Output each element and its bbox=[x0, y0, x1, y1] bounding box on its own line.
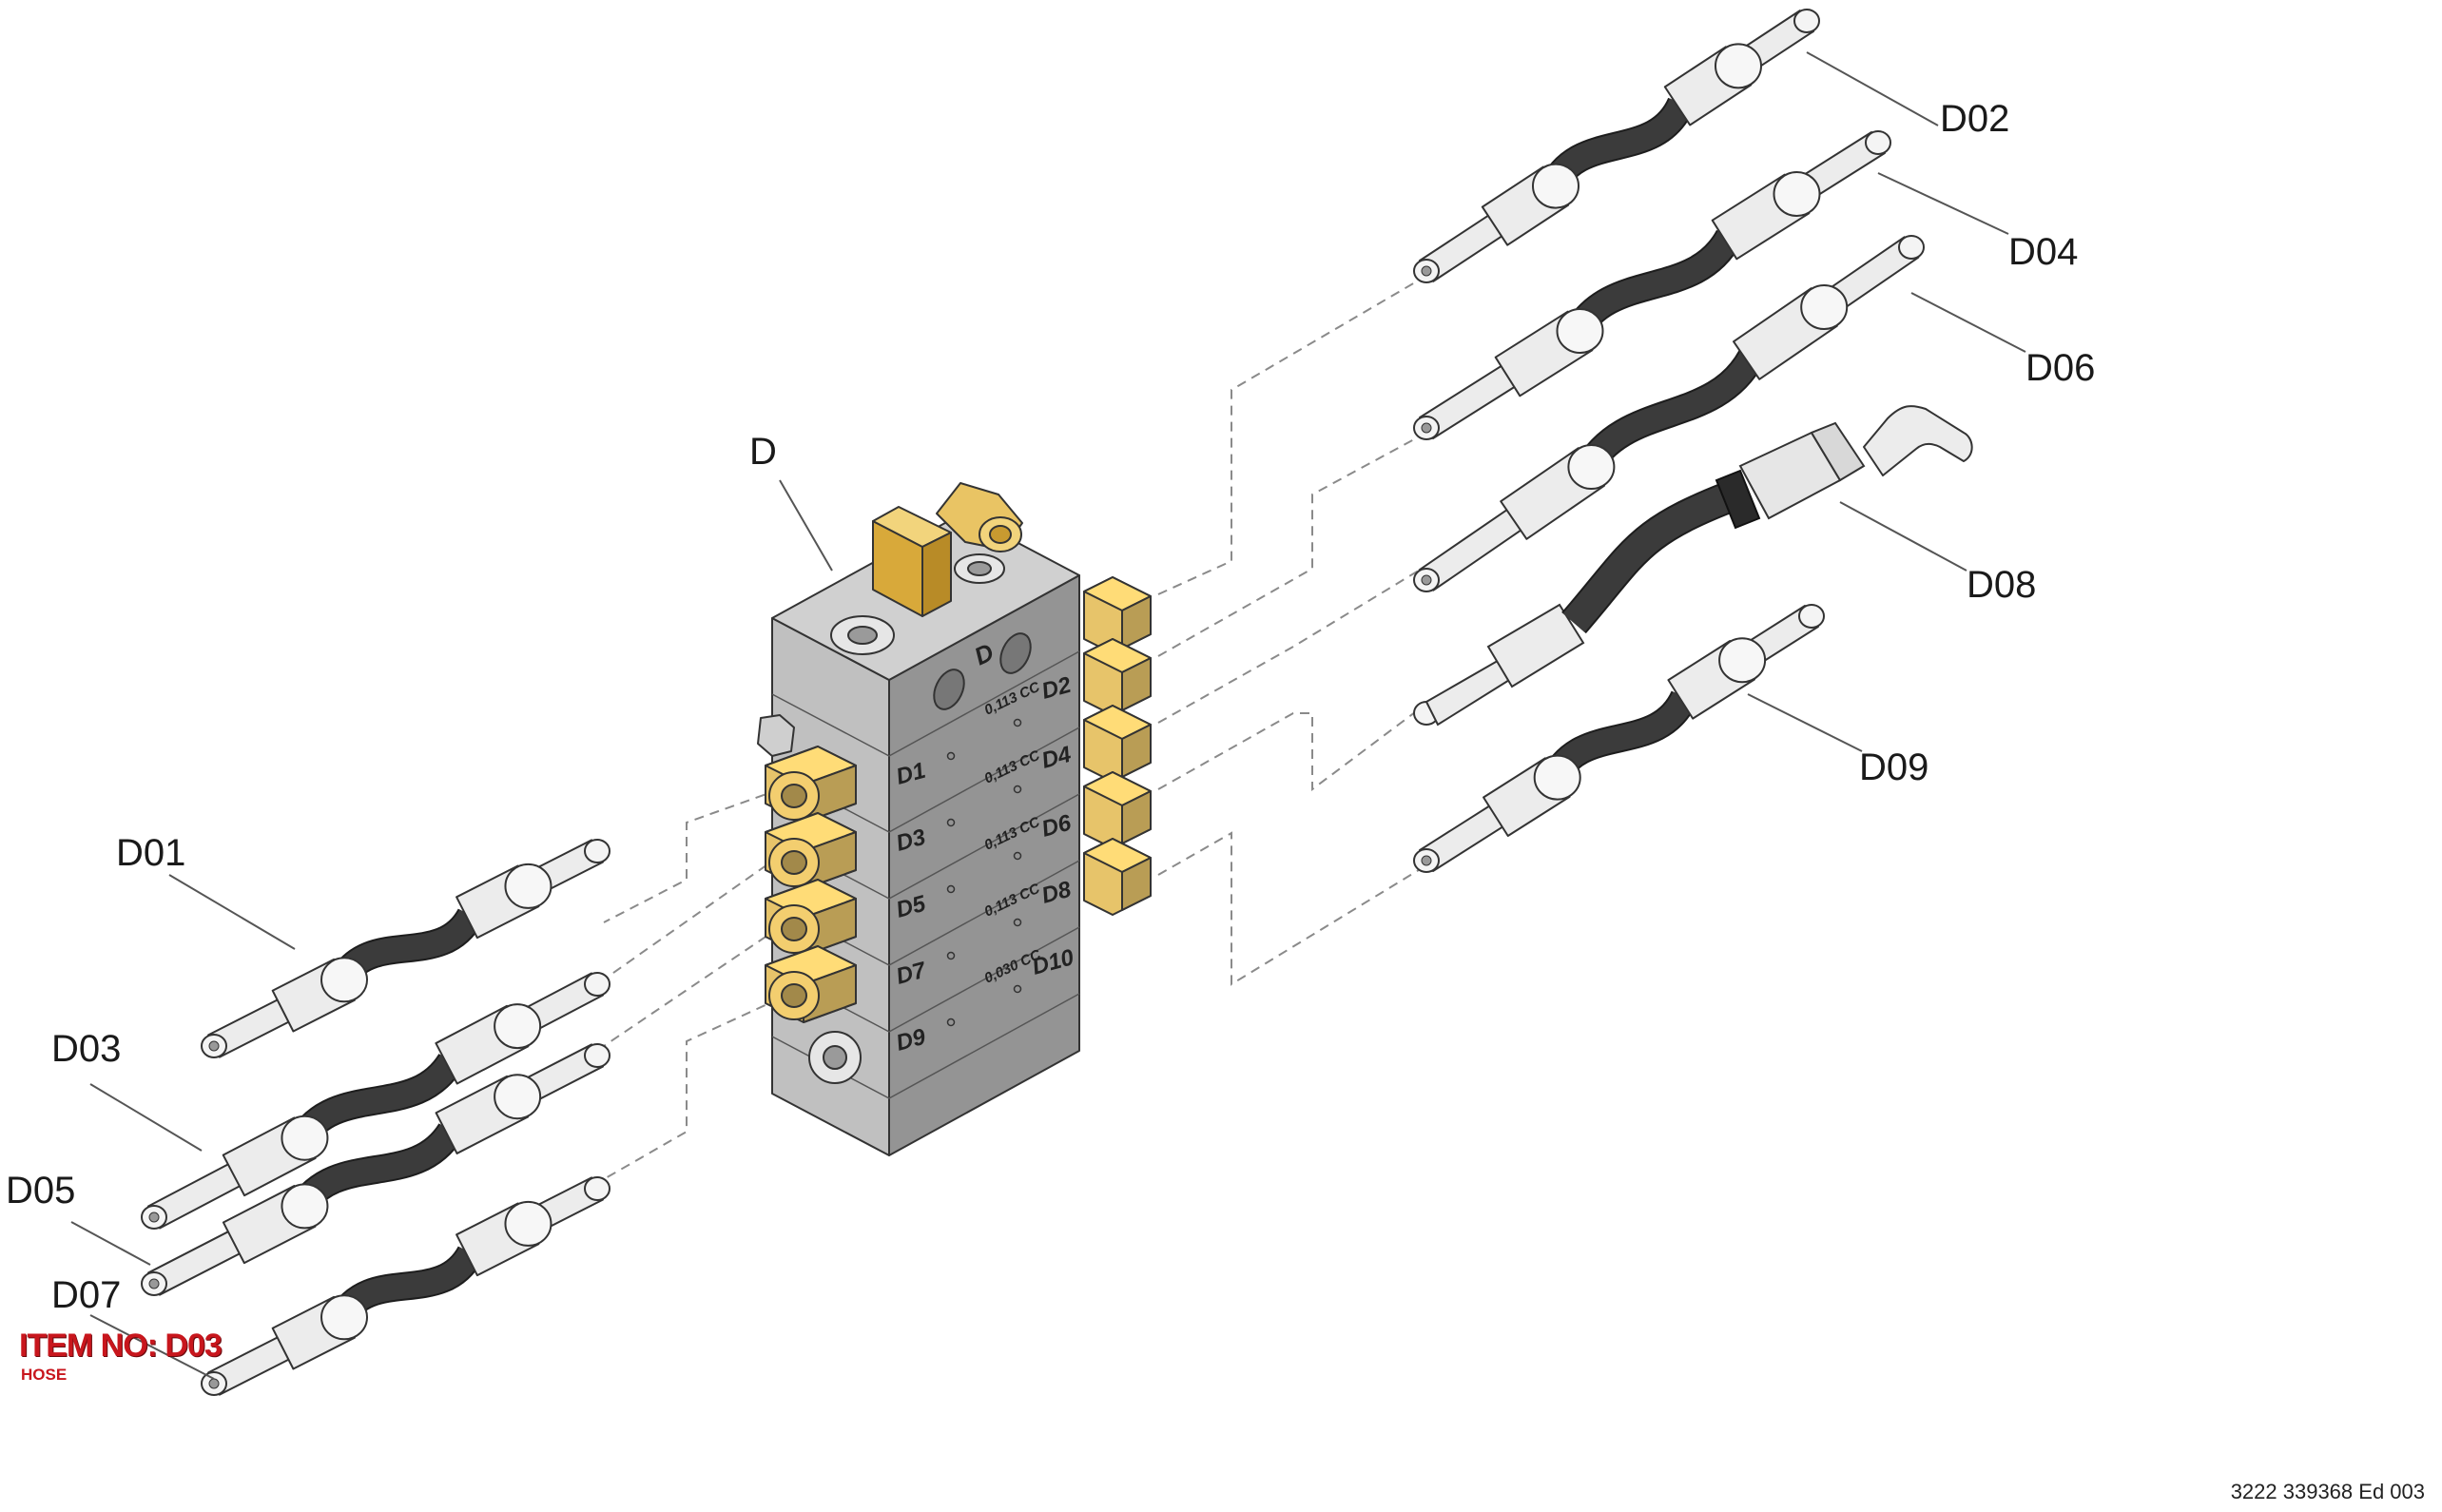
callout-d07: D07 bbox=[51, 1274, 121, 1316]
hose-d08 bbox=[1413, 405, 1973, 727]
hex-plug-icon bbox=[757, 714, 795, 757]
left-fitting-2 bbox=[765, 812, 857, 890]
right-fitting-2 bbox=[1083, 638, 1152, 716]
port-dot bbox=[946, 884, 956, 894]
top-screw-rear-icon bbox=[954, 553, 1005, 584]
port-dot bbox=[1013, 785, 1022, 794]
hose-d09 bbox=[1413, 604, 1825, 873]
leader-d07 bbox=[89, 1314, 215, 1380]
callout-d06: D06 bbox=[2025, 347, 2095, 389]
hose-d04 bbox=[1413, 130, 1891, 440]
callout-d08: D08 bbox=[1967, 564, 2036, 606]
top-port-right-icon bbox=[999, 632, 1032, 674]
inlet-elbow-fitting bbox=[872, 482, 1023, 617]
hose-d06 bbox=[1413, 235, 1925, 592]
port-dots bbox=[946, 718, 1022, 1027]
right-fitting-3 bbox=[1083, 705, 1152, 783]
port-dot bbox=[946, 818, 956, 827]
callout-d02: D02 bbox=[1940, 98, 2009, 140]
port-dot bbox=[1013, 984, 1022, 994]
port-dot bbox=[946, 1018, 956, 1027]
hose-d02 bbox=[1413, 9, 1820, 283]
hose-d03 bbox=[141, 972, 610, 1230]
callout-d03: D03 bbox=[51, 1028, 121, 1070]
port-dot bbox=[946, 751, 956, 761]
port-dot bbox=[1013, 918, 1022, 927]
top-port-left-icon bbox=[933, 669, 965, 710]
port-dot bbox=[1013, 851, 1022, 861]
assembly-dash-lines bbox=[603, 275, 1427, 1180]
left-fitting-1 bbox=[765, 746, 857, 824]
leader-d05 bbox=[70, 1221, 151, 1266]
leader-d08 bbox=[1839, 501, 1967, 572]
item-description: HOSE bbox=[21, 1366, 68, 1384]
right-fitting-5 bbox=[1083, 838, 1152, 916]
hose-d01 bbox=[201, 839, 610, 1058]
leader-d06 bbox=[1910, 292, 2026, 353]
hose-d05 bbox=[141, 1043, 610, 1296]
right-fitting-4 bbox=[1083, 771, 1152, 849]
left-fitting-3 bbox=[765, 879, 857, 957]
leader-d03 bbox=[89, 1083, 203, 1152]
leader-d02 bbox=[1806, 51, 1939, 126]
callout-labels: D D01 D02 D03 D04 D05 D06 D07 D08 D09 bbox=[6, 98, 2095, 1316]
bottom-screw-icon bbox=[808, 1031, 862, 1084]
leader-d09 bbox=[1747, 693, 1863, 752]
leader-d01 bbox=[168, 874, 296, 950]
leader-lines bbox=[70, 51, 2026, 1380]
right-port-fittings bbox=[1083, 576, 1152, 916]
leader-main bbox=[779, 479, 833, 572]
leader-d04 bbox=[1877, 172, 2009, 235]
top-screw-icon bbox=[830, 615, 895, 655]
port-dot bbox=[946, 951, 956, 960]
left-port-fittings bbox=[765, 746, 857, 1023]
left-fitting-4 bbox=[765, 945, 857, 1023]
port-dot bbox=[1013, 718, 1022, 727]
right-fitting-1 bbox=[1083, 576, 1152, 654]
item-number-title: ITEM NO: D03 bbox=[19, 1328, 223, 1364]
callout-d01: D01 bbox=[116, 832, 185, 874]
callout-d05: D05 bbox=[6, 1170, 75, 1212]
document-reference: 3222 339368 Ed 003 bbox=[2230, 1480, 2425, 1503]
callout-main: D bbox=[749, 431, 777, 473]
hose-d07 bbox=[201, 1176, 610, 1396]
callout-d04: D04 bbox=[2008, 231, 2078, 273]
callout-d09: D09 bbox=[1859, 746, 1928, 788]
hose-assemblies bbox=[141, 9, 1973, 1396]
